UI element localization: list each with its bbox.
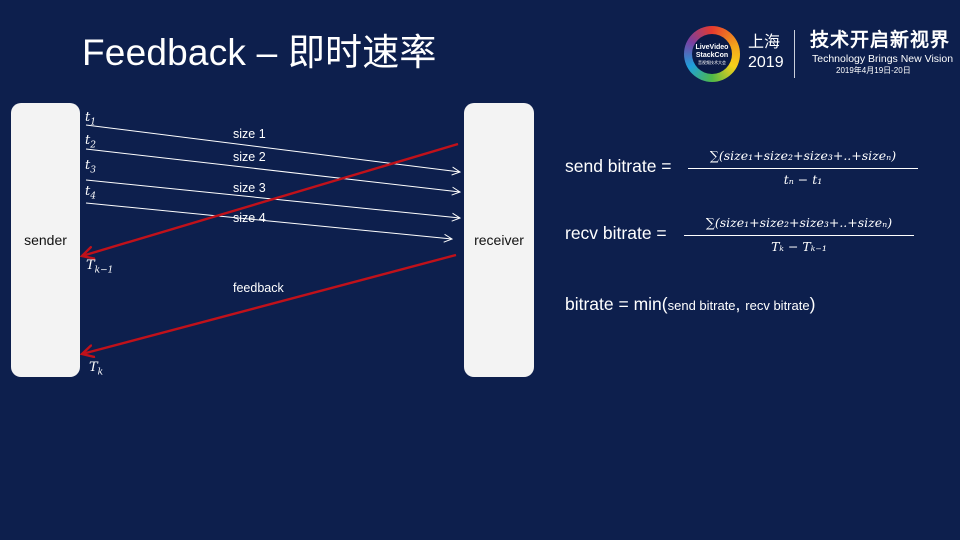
bitrate-min-formula: bitrate = min(send bitrate, recv bitrate…	[565, 294, 816, 314]
feedback-label: feedback	[233, 281, 284, 295]
conference-logo-text: LiveVideo StackCon 音视频技术大会	[692, 34, 732, 74]
recv-bitrate-numerator: ∑(size₁+size₂+size₃+..+sizeₙ)	[705, 215, 893, 230]
receiver-node: receiver	[464, 103, 534, 377]
logo-line-3: 音视频技术大会	[698, 59, 726, 65]
feedback-arrow-2	[82, 253, 457, 354]
brand-city: 上海	[748, 34, 781, 51]
feedback-time-tk-minus-1: Tk−1	[86, 258, 114, 276]
packet-label-3: size 3	[233, 181, 266, 195]
packet-arrow-4	[85, 202, 452, 239]
recv-bitrate-fraction-bar	[684, 235, 914, 236]
send-time-t1: t1	[85, 110, 96, 128]
packet-arrow-2	[85, 148, 460, 192]
brand-slogan-en: Technology Brings New Vision	[812, 53, 954, 65]
sender-node: sender	[11, 103, 80, 377]
recv-bitrate-label: recv bitrate =	[565, 223, 667, 243]
packet-arrow-1	[85, 124, 460, 172]
receiver-label: receiver	[474, 232, 524, 248]
send-bitrate-label: send bitrate =	[565, 156, 672, 176]
feedback-time-tk: Tk	[89, 360, 104, 378]
packet-label-4: size 4	[233, 211, 266, 225]
sender-label: sender	[24, 232, 67, 248]
send-time-t2: t2	[85, 133, 96, 151]
send-bitrate-fraction-bar	[688, 168, 918, 169]
send-bitrate-numerator: ∑(size₁+size₂+size₃+..+sizeₙ)	[709, 148, 897, 163]
feedback-arrow-1	[82, 142, 459, 256]
brand-year: 2019	[748, 54, 784, 71]
send-time-t4: t4	[85, 184, 96, 202]
recv-bitrate-denominator: Tₖ − Tₖ₋₁	[771, 239, 827, 254]
page-title: Feedback – 即时速率	[82, 32, 437, 73]
logo-line-2: StackCon	[695, 51, 729, 59]
packet-label-1: size 1	[233, 127, 266, 141]
logo-line-1: LiveVideo	[695, 43, 729, 51]
packet-label-2: size 2	[233, 150, 266, 164]
brand-divider	[794, 30, 795, 78]
brand-slogan-cn: 技术开启新视界	[810, 30, 951, 51]
send-bitrate-denominator: tₙ − t₁	[783, 172, 823, 187]
brand-event-date: 2019年4月19日-20日	[836, 66, 911, 75]
send-time-t3: t3	[85, 158, 96, 176]
